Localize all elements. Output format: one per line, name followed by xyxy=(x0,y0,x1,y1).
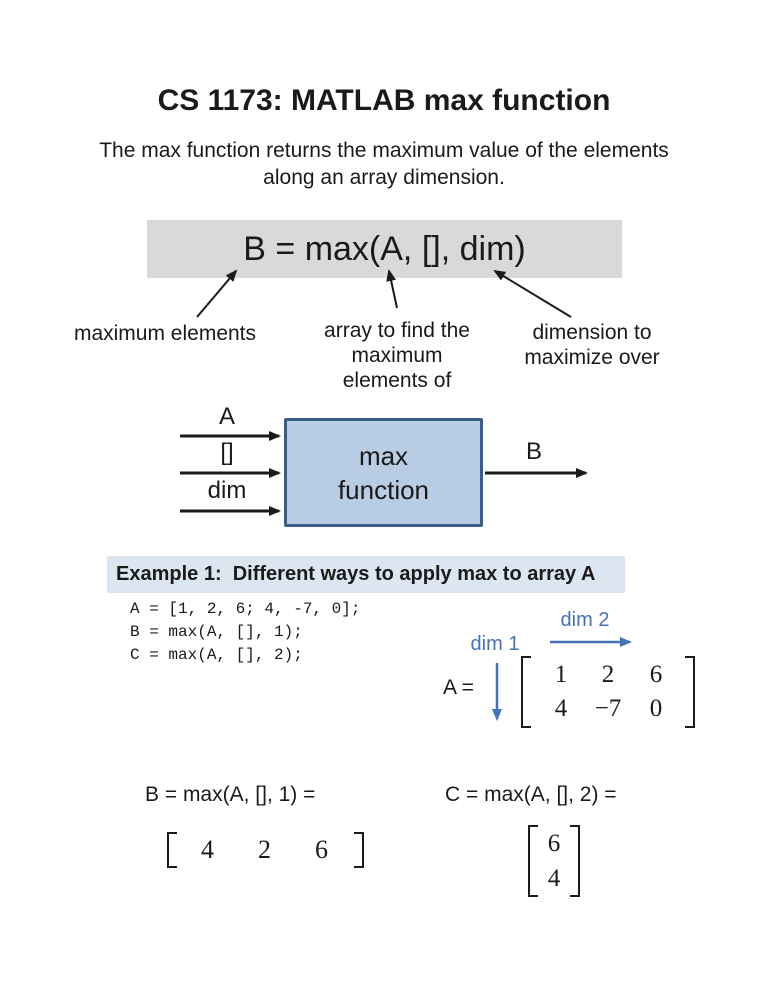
bracket-left xyxy=(521,656,531,728)
bracket-left xyxy=(528,825,538,897)
matrix-a: 1 2 6 4 −7 0 xyxy=(521,656,695,728)
syntax-highlight-box: B = max(A, [], dim) xyxy=(147,220,622,278)
result-b-expression: B = max(A, [], 1) = xyxy=(145,783,316,806)
subtitle-line-1: The max function returns the maximum val… xyxy=(99,139,669,162)
label-array-to-find: array to find the maximum elements of xyxy=(307,318,487,393)
result-c-vector: 6 4 xyxy=(528,825,580,897)
syntax-formula: B = max(A, [], dim) xyxy=(243,229,526,268)
vector-cell: 4 xyxy=(547,865,561,892)
example-header-text: Example 1: Different ways to apply max t… xyxy=(116,563,596,585)
bracket-right xyxy=(570,825,580,897)
max-function-box-line-1: max xyxy=(358,440,409,471)
dim1-label: dim 1 xyxy=(470,633,520,655)
bracket-right xyxy=(685,656,695,728)
subtitle-line-2: along an array dimension. xyxy=(263,166,505,189)
vector-cell: 2 xyxy=(258,835,271,864)
vector-cell: 4 xyxy=(201,835,214,864)
label-maximum-elements: maximum elements xyxy=(73,322,257,345)
matrix-cell: 6 xyxy=(649,661,663,688)
result-c-cells: 6 4 xyxy=(538,825,570,897)
example-header-bar: Example 1: Different ways to apply max t… xyxy=(107,556,625,593)
label-array-line-1: array to find the xyxy=(324,319,470,342)
code-line-2: B = max(A, [], 1); xyxy=(130,623,303,641)
input-label-a: A xyxy=(218,403,235,430)
max-function-box-line-2: function xyxy=(337,474,430,505)
matrix-cell: −7 xyxy=(594,695,622,722)
vector-cell: 6 xyxy=(315,835,328,864)
vector-cell: 6 xyxy=(547,830,561,857)
matrix-cell: 4 xyxy=(554,695,568,722)
result-c-expression: C = max(A, [], 2) = xyxy=(445,783,617,806)
code-block: A = [1, 2, 6; 4, -7, 0]; B = max(A, [], … xyxy=(130,598,360,667)
label-array-line-3: elements of xyxy=(342,369,452,392)
label-dimension: dimension to maximize over xyxy=(502,320,682,370)
label-array-line-2: maximum xyxy=(351,344,443,367)
input-label-empty-brackets: [] xyxy=(220,439,234,466)
label-dimension-line-1: dimension to xyxy=(532,321,652,344)
matrix-cell: 0 xyxy=(649,695,663,722)
matrix-a-grid: 1 2 6 4 −7 0 xyxy=(531,656,685,728)
label-dimension-line-2: maximize over xyxy=(524,346,660,369)
result-b-cells: 4 2 6 xyxy=(177,835,354,865)
input-label-dim: dim xyxy=(207,477,247,504)
max-function-box: max function xyxy=(284,418,483,527)
code-line-3: C = max(A, [], 2); xyxy=(130,646,303,664)
matrix-cell: 1 xyxy=(554,661,568,688)
bracket-left xyxy=(167,832,177,868)
code-line-1: A = [1, 2, 6; 4, -7, 0]; xyxy=(130,600,361,618)
matrix-cell: 2 xyxy=(601,661,615,688)
result-b-vector: 4 2 6 xyxy=(167,832,364,868)
matrix-a-label: A = xyxy=(443,676,474,699)
bracket-right xyxy=(354,832,364,868)
output-label-b: B xyxy=(525,438,542,465)
dim2-label: dim 2 xyxy=(560,609,610,631)
page-title: CS 1173: MATLAB max function xyxy=(157,84,611,117)
